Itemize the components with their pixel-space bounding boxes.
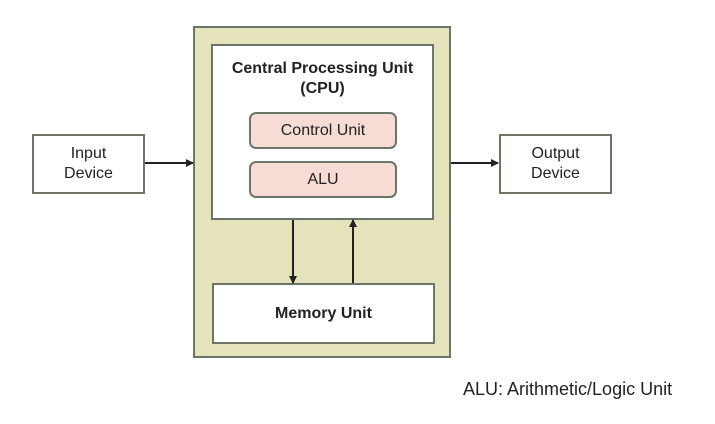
output-device-line2: Device bbox=[531, 165, 580, 182]
cpu-title: Central Processing Unit (CPU) bbox=[213, 59, 432, 99]
alu-label: ALU bbox=[307, 170, 339, 188]
cpu-title-line2: (CPU) bbox=[300, 80, 345, 97]
output-device-box: Output Device bbox=[499, 134, 612, 194]
cpu-box: Central Processing Unit (CPU) Control Un… bbox=[211, 44, 434, 220]
control-unit-label: Control Unit bbox=[280, 121, 366, 139]
input-device-line1: Input bbox=[70, 145, 107, 162]
control-unit-box: Control Unit bbox=[249, 112, 397, 149]
legend-note: ALU: Arithmetic/Logic Unit bbox=[463, 379, 673, 399]
output-device-line1: Output bbox=[531, 145, 580, 162]
memory-unit-box: Memory Unit bbox=[212, 283, 435, 344]
alu-box: ALU bbox=[249, 161, 397, 198]
input-device-line2: Device bbox=[64, 165, 113, 182]
cpu-title-line1: Central Processing Unit bbox=[231, 60, 414, 77]
memory-unit-label: Memory Unit bbox=[275, 304, 372, 322]
input-device-box: Input Device bbox=[32, 134, 145, 194]
